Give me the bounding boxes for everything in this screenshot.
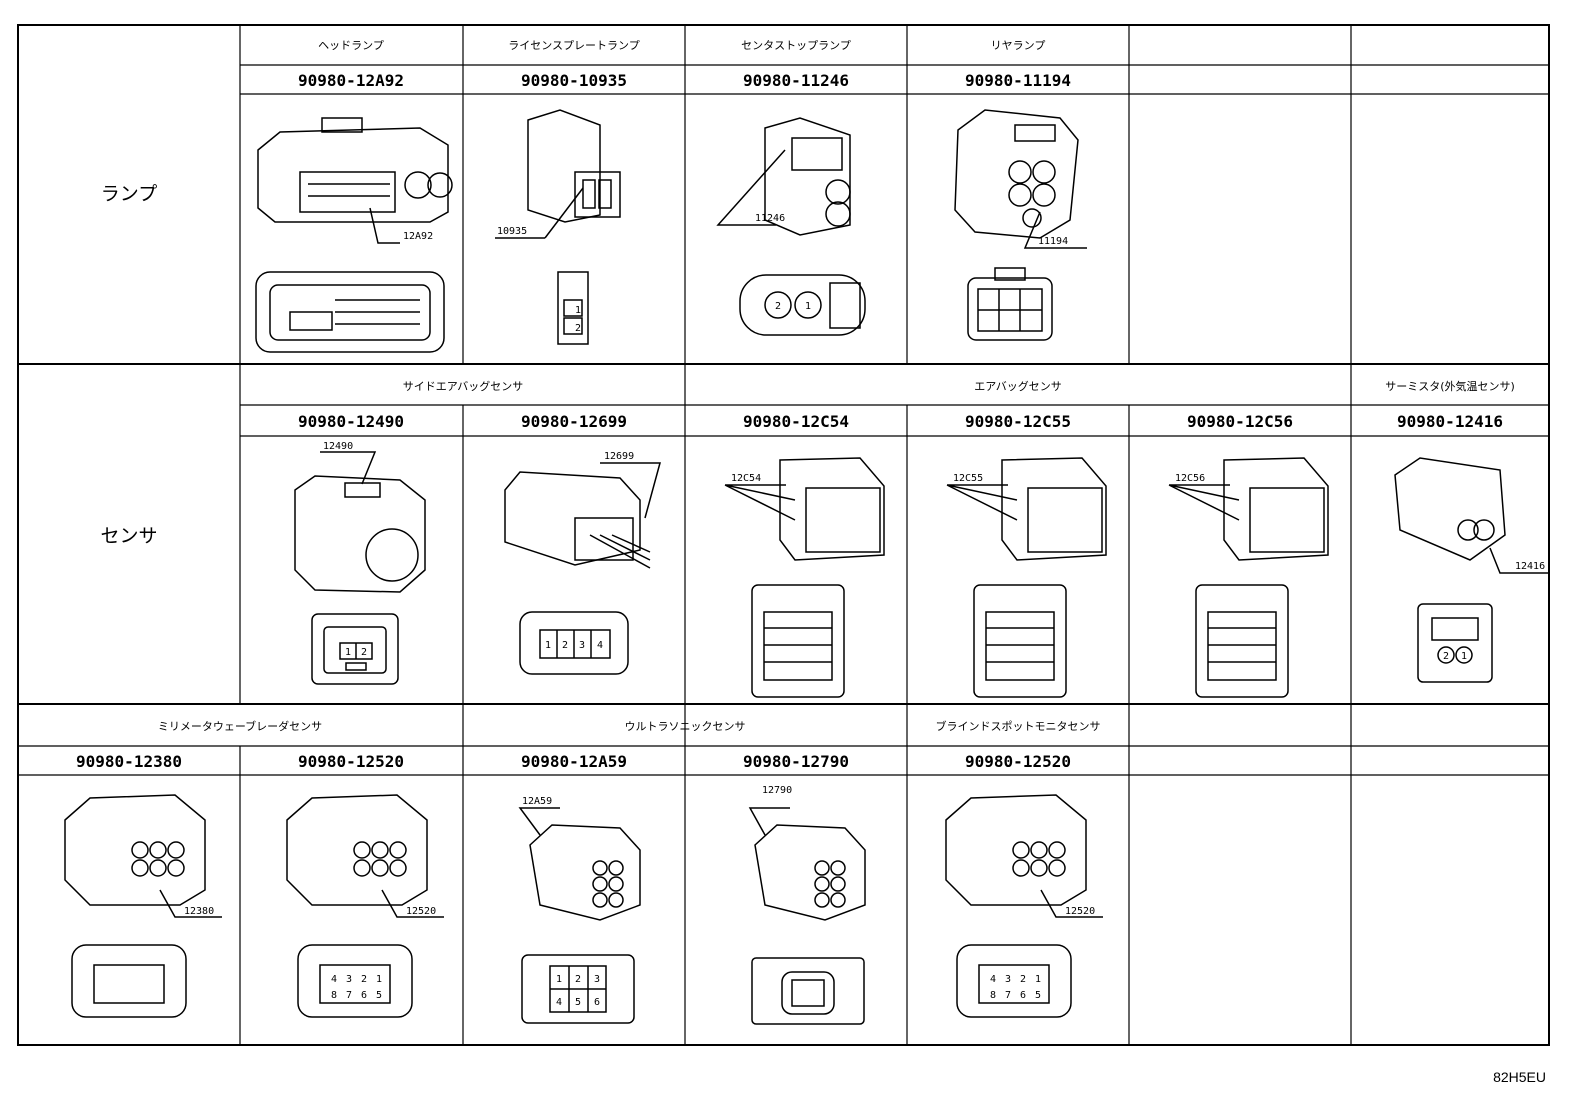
pin-number: 1 (345, 647, 351, 658)
pin-number: 2 (1443, 651, 1449, 662)
connector-drawing-12520-a (286, 794, 444, 1018)
connector-label: 12C56 (1175, 473, 1205, 484)
connector-label: 12A59 (522, 796, 552, 807)
header-center-stop-lamp: センタストップランプ (741, 39, 851, 52)
connector-label: 12416 (1515, 561, 1545, 572)
part-number: 90980-12520 (965, 752, 1071, 771)
table-grid (17, 24, 1550, 1046)
pin-number: 8 (331, 990, 337, 1001)
connector-drawing-12380 (64, 794, 222, 1018)
connector-drawing-11246 (716, 117, 866, 336)
pin-number: 6 (1020, 990, 1026, 1001)
connector-drawing-12c56 (1168, 457, 1329, 698)
pin-number: 1 (1035, 974, 1041, 985)
connector-drawing-12c54 (724, 457, 885, 698)
pin-number: 4 (990, 974, 996, 985)
pin-number: 7 (346, 990, 352, 1001)
pin-number: 5 (575, 997, 581, 1008)
pin-number: 5 (1035, 990, 1041, 1001)
header-license-plate-lamp: ライセンスプレートランプ (508, 39, 639, 52)
connector-label: 11246 (755, 213, 785, 224)
pin-number: 3 (594, 974, 600, 985)
connector-drawing-12790 (748, 807, 866, 1025)
pin-number: 3 (1005, 974, 1011, 985)
connector-drawing-12490 (294, 451, 426, 685)
connector-label: 11194 (1038, 236, 1068, 247)
pin-number: 1 (1461, 651, 1467, 662)
pin-number: 1 (376, 974, 382, 985)
pin-number: 6 (594, 997, 600, 1008)
connector-drawing-10935 (495, 109, 621, 345)
part-number: 90980-12C55 (965, 412, 1071, 431)
part-number: 90980-12380 (76, 752, 182, 771)
connector-label: 12699 (604, 451, 634, 462)
header-millimeter-wave-radar-sensor: ミリメータウェーブレーダセンサ (158, 719, 322, 733)
header-blind-spot-monitor-sensor: ブラインドスポットモニタセンサ (936, 719, 1101, 733)
header-rear-lamp: リヤランプ (991, 39, 1046, 52)
pin-number: 2 (361, 974, 367, 985)
pin-number: 1 (805, 301, 811, 312)
connector-label: 12790 (762, 785, 792, 796)
part-number: 90980-12C54 (743, 412, 849, 431)
connector-label: 12490 (323, 441, 353, 452)
part-number: 90980-12C56 (1187, 412, 1293, 431)
pin-number: 1 (556, 974, 562, 985)
pin-number: 2 (361, 647, 367, 658)
category-sensor: センサ (100, 525, 157, 547)
connector-drawing-11194 (954, 109, 1087, 341)
part-number: 90980-12416 (1397, 412, 1503, 431)
pin-number: 3 (579, 640, 585, 651)
pin-number: 6 (361, 990, 367, 1001)
connector-drawing-12c55 (946, 457, 1107, 698)
connector-label: 12520 (1065, 906, 1095, 917)
pin-number: 3 (346, 974, 352, 985)
category-lamp: ランプ (101, 183, 157, 205)
pin-number: 5 (376, 990, 382, 1001)
pin-number: 4 (597, 640, 603, 651)
connector-label: 12C54 (731, 473, 761, 484)
header-thermistor: サーミスタ(外気温センサ) (1385, 379, 1515, 393)
part-number: 90980-11194 (965, 71, 1071, 90)
pin-number: 2 (562, 640, 568, 651)
connector-drawing-12699 (504, 462, 661, 675)
part-number: 90980-12790 (743, 752, 849, 771)
part-number: 90980-12520 (298, 752, 404, 771)
header-headlamp: ヘッドランプ (318, 39, 384, 52)
pin-number: 4 (556, 997, 562, 1008)
header-ultrasonic-sensor: ウルトラソニックセンサ (625, 720, 746, 733)
connector-label: 12A92 (403, 231, 433, 242)
connector-drawing-12416 (1394, 457, 1550, 683)
pin-number: 7 (1005, 990, 1011, 1001)
part-number: 90980-12699 (521, 412, 627, 431)
pin-number: 2 (575, 323, 581, 334)
connector-label: 12C55 (953, 473, 983, 484)
part-number: 90980-10935 (521, 71, 627, 90)
connector-label: 12380 (184, 906, 214, 917)
part-number: 90980-12A92 (298, 71, 404, 90)
connector-label: 10935 (497, 226, 527, 237)
connector-drawing-12a59 (518, 807, 641, 1024)
part-number: 90980-12A59 (521, 752, 627, 771)
header-airbag-sensor: エアバッグセンサ (974, 379, 1062, 393)
part-number: 90980-11246 (743, 71, 849, 90)
pin-number: 1 (545, 640, 551, 651)
pin-number: 4 (331, 974, 337, 985)
drawing-code: 82H5EU (1493, 1069, 1546, 1085)
pin-number: 2 (575, 974, 581, 985)
header-side-airbag-sensor: サイドエアバッグセンサ (403, 379, 524, 393)
connector-drawing-12520-b (945, 794, 1103, 1018)
pin-number: 2 (1020, 974, 1026, 985)
connector-label: 12520 (406, 906, 436, 917)
pin-number: 8 (990, 990, 996, 1001)
connector-drawing-12a92 (255, 117, 453, 353)
pin-number: 2 (775, 301, 781, 312)
pin-number: 1 (575, 305, 581, 316)
part-number: 90980-12490 (298, 412, 404, 431)
